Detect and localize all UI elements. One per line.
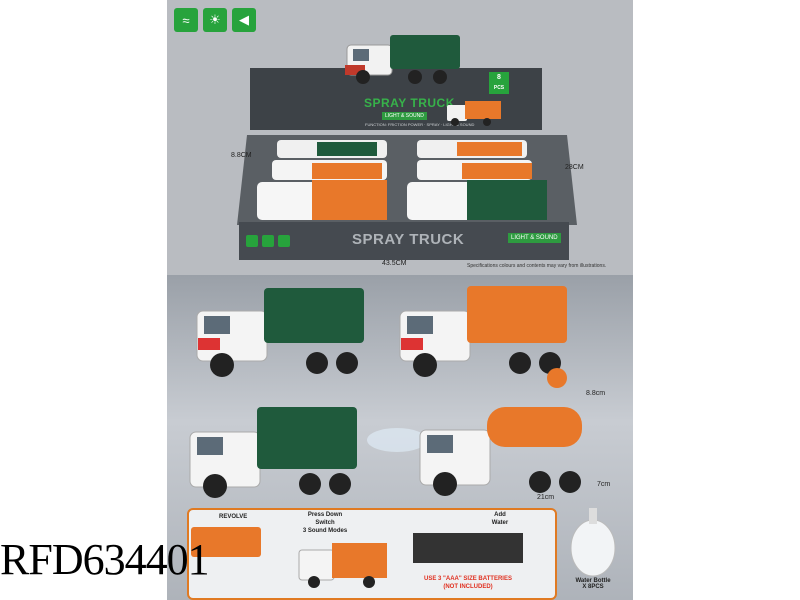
spec-note: Specifications colours and contents may … [467,263,607,269]
sound-modes-label: 3 Sound Modes [302,528,348,534]
product-sheet: ≈ ☀ ◀ SPRAY TRUCK LIGHT & SOUND FUNCTION… [167,0,633,600]
water-bottle-image [570,508,616,577]
sound-icon: ◀ [232,8,256,32]
front-sound-icon [278,235,290,247]
music-note-icon [547,368,567,388]
lid-truck-image [447,101,501,126]
truck-orange-2 [419,407,582,496]
box-description: FUNCTION: FRICTION POWER · SPRAY · LIGHT… [365,122,475,127]
truck-orange-1 [399,286,567,377]
truck-green-1 [196,288,364,377]
chassis-diagram [413,533,523,563]
box-depth-label: 28CM [565,164,584,171]
truck-green-2 [189,407,357,498]
switch-truck-diagram [298,543,387,588]
front-title: SPRAY TRUCK [352,231,465,248]
spray-mist [367,428,427,452]
pcs-label: PCS [493,85,505,91]
battery-warning: USE 3 "AAA" SIZE BATTERIES [424,576,512,582]
pcs-count: 8 [497,74,501,81]
box-width-label: 43.5CM [382,260,407,267]
boxed-truck-row-left [257,140,387,220]
add-label: Add [494,512,506,518]
pcs-badge: 8 PCS [489,72,509,94]
light-icon: ☀ [203,8,227,32]
press-down-label: Press Down [307,512,343,518]
front-badge: LIGHT & SOUND [508,233,561,243]
box-height-label: 8.8CM [231,152,252,159]
front-spray-icon [246,235,258,247]
toy-width-label: 7cm [597,481,611,488]
box-title: SPRAY TRUCK [364,96,455,110]
box-subtitle: LIGHT & SOUND [382,112,427,120]
featured-truck-top [345,35,460,84]
toy-height-label: 8.8cm [586,390,606,397]
water-bottle-name: Water Bottle [575,578,611,584]
battery-note: (NOT INCLUDED) [443,584,493,590]
boxed-truck-row-right [407,140,547,220]
spray-icon: ≈ [174,8,198,32]
front-light-icon [262,235,274,247]
water-bottle-label: Water Bottle X 8PCS [563,578,623,590]
water-bottle-qty: X 8PCS [582,584,604,590]
sku-label: RFD634401 [0,535,210,584]
water-label: Water [491,520,509,526]
toy-length-label: 21cm [537,494,555,501]
display-box-interior [237,135,577,225]
revolve-diagram [191,527,261,557]
revolve-label: REVOLVE [219,514,248,520]
switch-label: Switch [315,520,335,526]
